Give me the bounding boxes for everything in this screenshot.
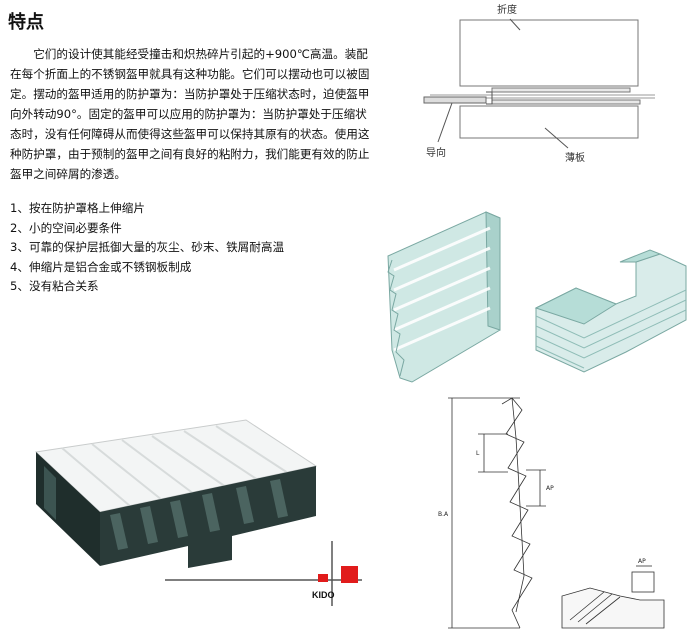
logo-text: KIDO bbox=[312, 590, 335, 600]
dim-label-l: L bbox=[476, 450, 480, 457]
dim-label-ba: B.A bbox=[438, 511, 449, 518]
label-top: 折度 bbox=[497, 3, 517, 16]
dim-label-ap: AP bbox=[546, 485, 554, 492]
dim-label-ap2: AP bbox=[638, 558, 646, 565]
feature-item: 3、可靠的保护层抵御大量的灰尘、砂末、铁屑耐高温 bbox=[10, 240, 285, 254]
brand-logo: KIDO bbox=[165, 541, 362, 606]
feature-item: 2、小的空间必要条件 bbox=[10, 220, 122, 235]
u-shaped-cover-illustration bbox=[534, 249, 687, 373]
bellows-cover-illustration bbox=[387, 211, 501, 383]
feature-list: 1、按在防护罩格上伸缩片 2、小的空间必要条件 3、可靠的保护层抵御大量的灰尘、… bbox=[10, 199, 284, 297]
feature-item: 5、没有粘合关系 bbox=[10, 279, 99, 293]
section-title: 特点 bbox=[8, 12, 44, 33]
feature-item: 1、按在防护罩格上伸缩片 bbox=[10, 201, 145, 215]
label-guide: 导向 bbox=[426, 146, 446, 159]
feature-item: 4、伸缩片是铝合金或不锈钢板制成 bbox=[10, 259, 192, 274]
cross-section-diagram bbox=[423, 18, 655, 149]
label-sheet: 薄板 bbox=[565, 151, 585, 164]
dimension-drawing bbox=[448, 397, 665, 629]
machine-cover-photo bbox=[34, 419, 318, 568]
intro-paragraph: 它们的设计使其能经受撞击和炽热碎片引起的+900℃高温。装配在每个折面上的不锈钢… bbox=[10, 47, 370, 181]
